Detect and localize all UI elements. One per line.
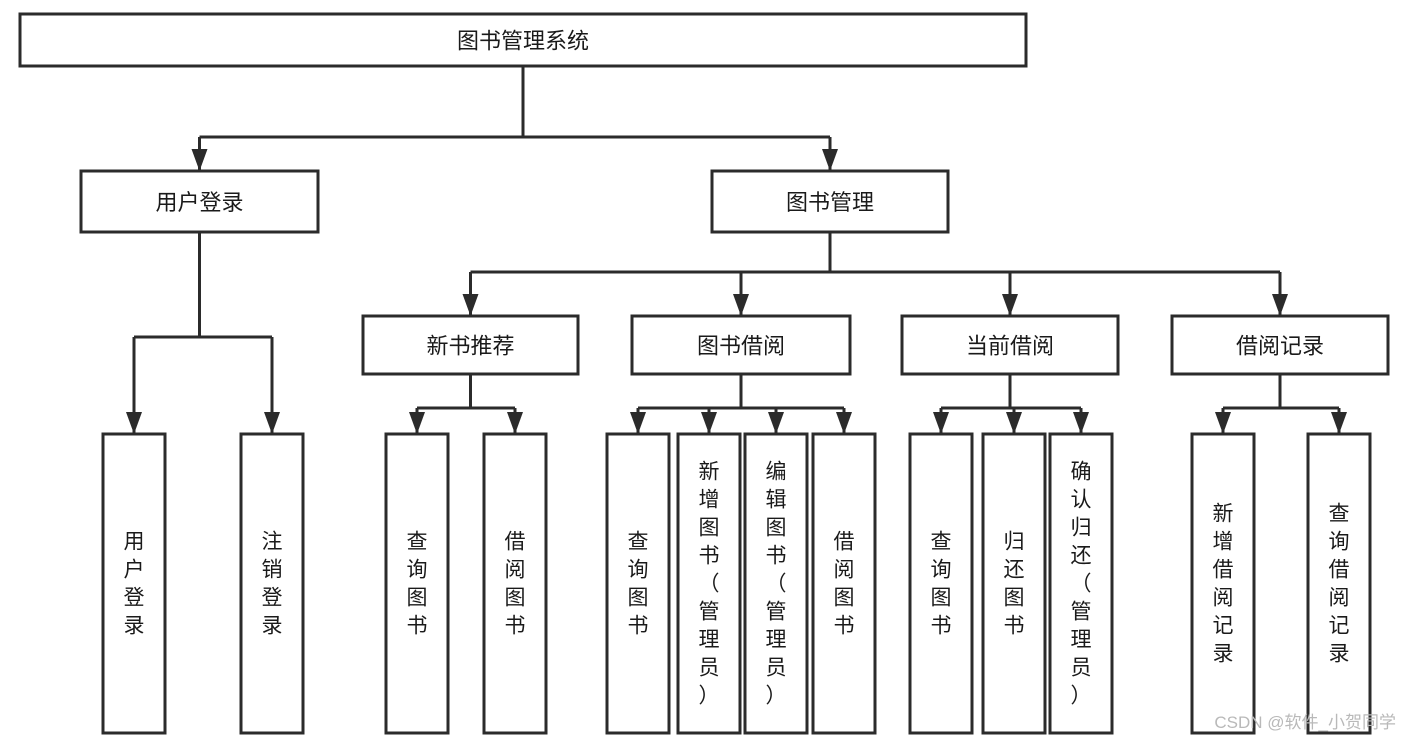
node-label-leaf-borrow-query-book: 查询图书 [628, 530, 649, 637]
node-label-leaf-user-login: 用户登录 [124, 530, 145, 637]
node-root[interactable]: 图书管理系统 [18, 12, 1028, 68]
node-label-leaf-edit-book-admin: 编辑图书（管理员） [766, 460, 787, 707]
node-box-leaf-rec-borrow-book [482, 432, 548, 735]
node-leaf-borrow-query-book[interactable]: 查询图书 [605, 432, 671, 735]
node-leaf-add-borrow-record[interactable]: 新增借阅记录 [1190, 432, 1256, 735]
node-box-leaf-add-book-admin [676, 432, 742, 735]
node-box-leaf-return-book [981, 432, 1047, 735]
node-label-borrow-record: 借阅记录 [1236, 334, 1324, 359]
edge-arrowhead [630, 412, 646, 434]
edge-arrowhead [126, 412, 142, 434]
node-layer: 图书管理系统用户登录图书管理新书推荐图书借阅当前借阅借阅记录用户登录注销登录查询… [18, 12, 1390, 735]
node-box-leaf-edit-book-admin [743, 432, 809, 735]
edge-arrowhead [507, 412, 523, 434]
node-leaf-confirm-return-admin[interactable]: 确认归还（管理员） [1048, 432, 1114, 735]
node-label-new-book-recommend: 新书推荐 [426, 334, 514, 359]
edge-arrowhead [1073, 412, 1089, 434]
node-leaf-rec-query-book[interactable]: 查询图书 [384, 432, 450, 735]
node-label-leaf-confirm-return-admin: 确认归还（管理员） [1071, 460, 1092, 707]
node-leaf-return-book[interactable]: 归还图书 [981, 432, 1047, 735]
edge-arrowhead [836, 412, 852, 434]
node-leaf-rec-borrow-book[interactable]: 借阅图书 [482, 432, 548, 735]
edge-arrowhead [822, 149, 838, 171]
node-box-leaf-cur-query-book [908, 432, 974, 735]
node-label-leaf-rec-borrow-book: 借阅图书 [505, 530, 526, 637]
node-box-new-book-recommend [361, 314, 580, 376]
node-box-root [18, 12, 1028, 68]
edge-layer [126, 66, 1347, 434]
node-label-leaf-cur-query-book: 查询图书 [931, 530, 952, 637]
node-label-current-borrow: 当前借阅 [966, 334, 1054, 359]
node-book-borrow[interactable]: 图书借阅 [630, 314, 852, 376]
node-box-borrow-record [1170, 314, 1390, 376]
node-box-leaf-confirm-return-admin [1048, 432, 1114, 735]
node-label-book-manage: 图书管理 [786, 190, 874, 215]
node-label-leaf-borrow-book: 借阅图书 [834, 530, 855, 637]
node-book-manage[interactable]: 图书管理 [710, 169, 950, 234]
node-label-root: 图书管理系统 [457, 29, 589, 54]
node-box-leaf-borrow-book [811, 432, 877, 735]
node-borrow-record[interactable]: 借阅记录 [1170, 314, 1390, 376]
watermark-label: CSDN @软件_小贺同学 [1214, 713, 1396, 732]
edge-arrowhead [701, 412, 717, 434]
node-leaf-borrow-book[interactable]: 借阅图书 [811, 432, 877, 735]
node-label-leaf-return-book: 归还图书 [1004, 530, 1025, 637]
node-leaf-edit-book-admin[interactable]: 编辑图书（管理员） [743, 432, 809, 735]
node-new-book-recommend[interactable]: 新书推荐 [361, 314, 580, 376]
node-label-book-borrow: 图书借阅 [697, 334, 785, 359]
node-box-current-borrow [900, 314, 1120, 376]
edge-arrowhead [768, 412, 784, 434]
node-user-login[interactable]: 用户登录 [79, 169, 320, 234]
edge-arrowhead [1006, 412, 1022, 434]
node-box-book-manage [710, 169, 950, 234]
node-leaf-add-book-admin[interactable]: 新增图书（管理员） [676, 432, 742, 735]
node-leaf-user-login[interactable]: 用户登录 [101, 432, 167, 735]
node-box-leaf-borrow-query-book [605, 432, 671, 735]
node-box-leaf-logout [239, 432, 305, 735]
node-leaf-cur-query-book[interactable]: 查询图书 [908, 432, 974, 735]
node-leaf-query-borrow-record[interactable]: 查询借阅记录 [1306, 432, 1372, 735]
node-label-leaf-add-book-admin: 新增图书（管理员） [699, 460, 720, 707]
node-label-leaf-query-borrow-record: 查询借阅记录 [1329, 502, 1350, 665]
node-box-leaf-user-login [101, 432, 167, 735]
edge-arrowhead [1331, 412, 1347, 434]
node-leaf-logout[interactable]: 注销登录 [239, 432, 305, 735]
node-label-leaf-add-borrow-record: 新增借阅记录 [1213, 502, 1234, 665]
edge-arrowhead [733, 294, 749, 316]
node-label-leaf-logout: 注销登录 [262, 530, 283, 637]
edge-arrowhead [409, 412, 425, 434]
node-current-borrow[interactable]: 当前借阅 [900, 314, 1120, 376]
node-box-book-borrow [630, 314, 852, 376]
node-label-leaf-rec-query-book: 查询图书 [407, 530, 428, 637]
edge-arrowhead [191, 149, 208, 171]
edge-arrowhead [933, 412, 949, 434]
edge-arrowhead [1272, 294, 1288, 316]
node-label-user-login: 用户登录 [155, 190, 243, 215]
edge-arrowhead [1002, 294, 1018, 316]
node-box-user-login [79, 169, 320, 234]
node-box-leaf-rec-query-book [384, 432, 450, 735]
edge-arrowhead [1215, 412, 1231, 434]
edge-arrowhead [264, 412, 280, 434]
node-box-leaf-query-borrow-record [1306, 432, 1372, 735]
node-box-leaf-add-borrow-record [1190, 432, 1256, 735]
edge-arrowhead [462, 294, 479, 316]
